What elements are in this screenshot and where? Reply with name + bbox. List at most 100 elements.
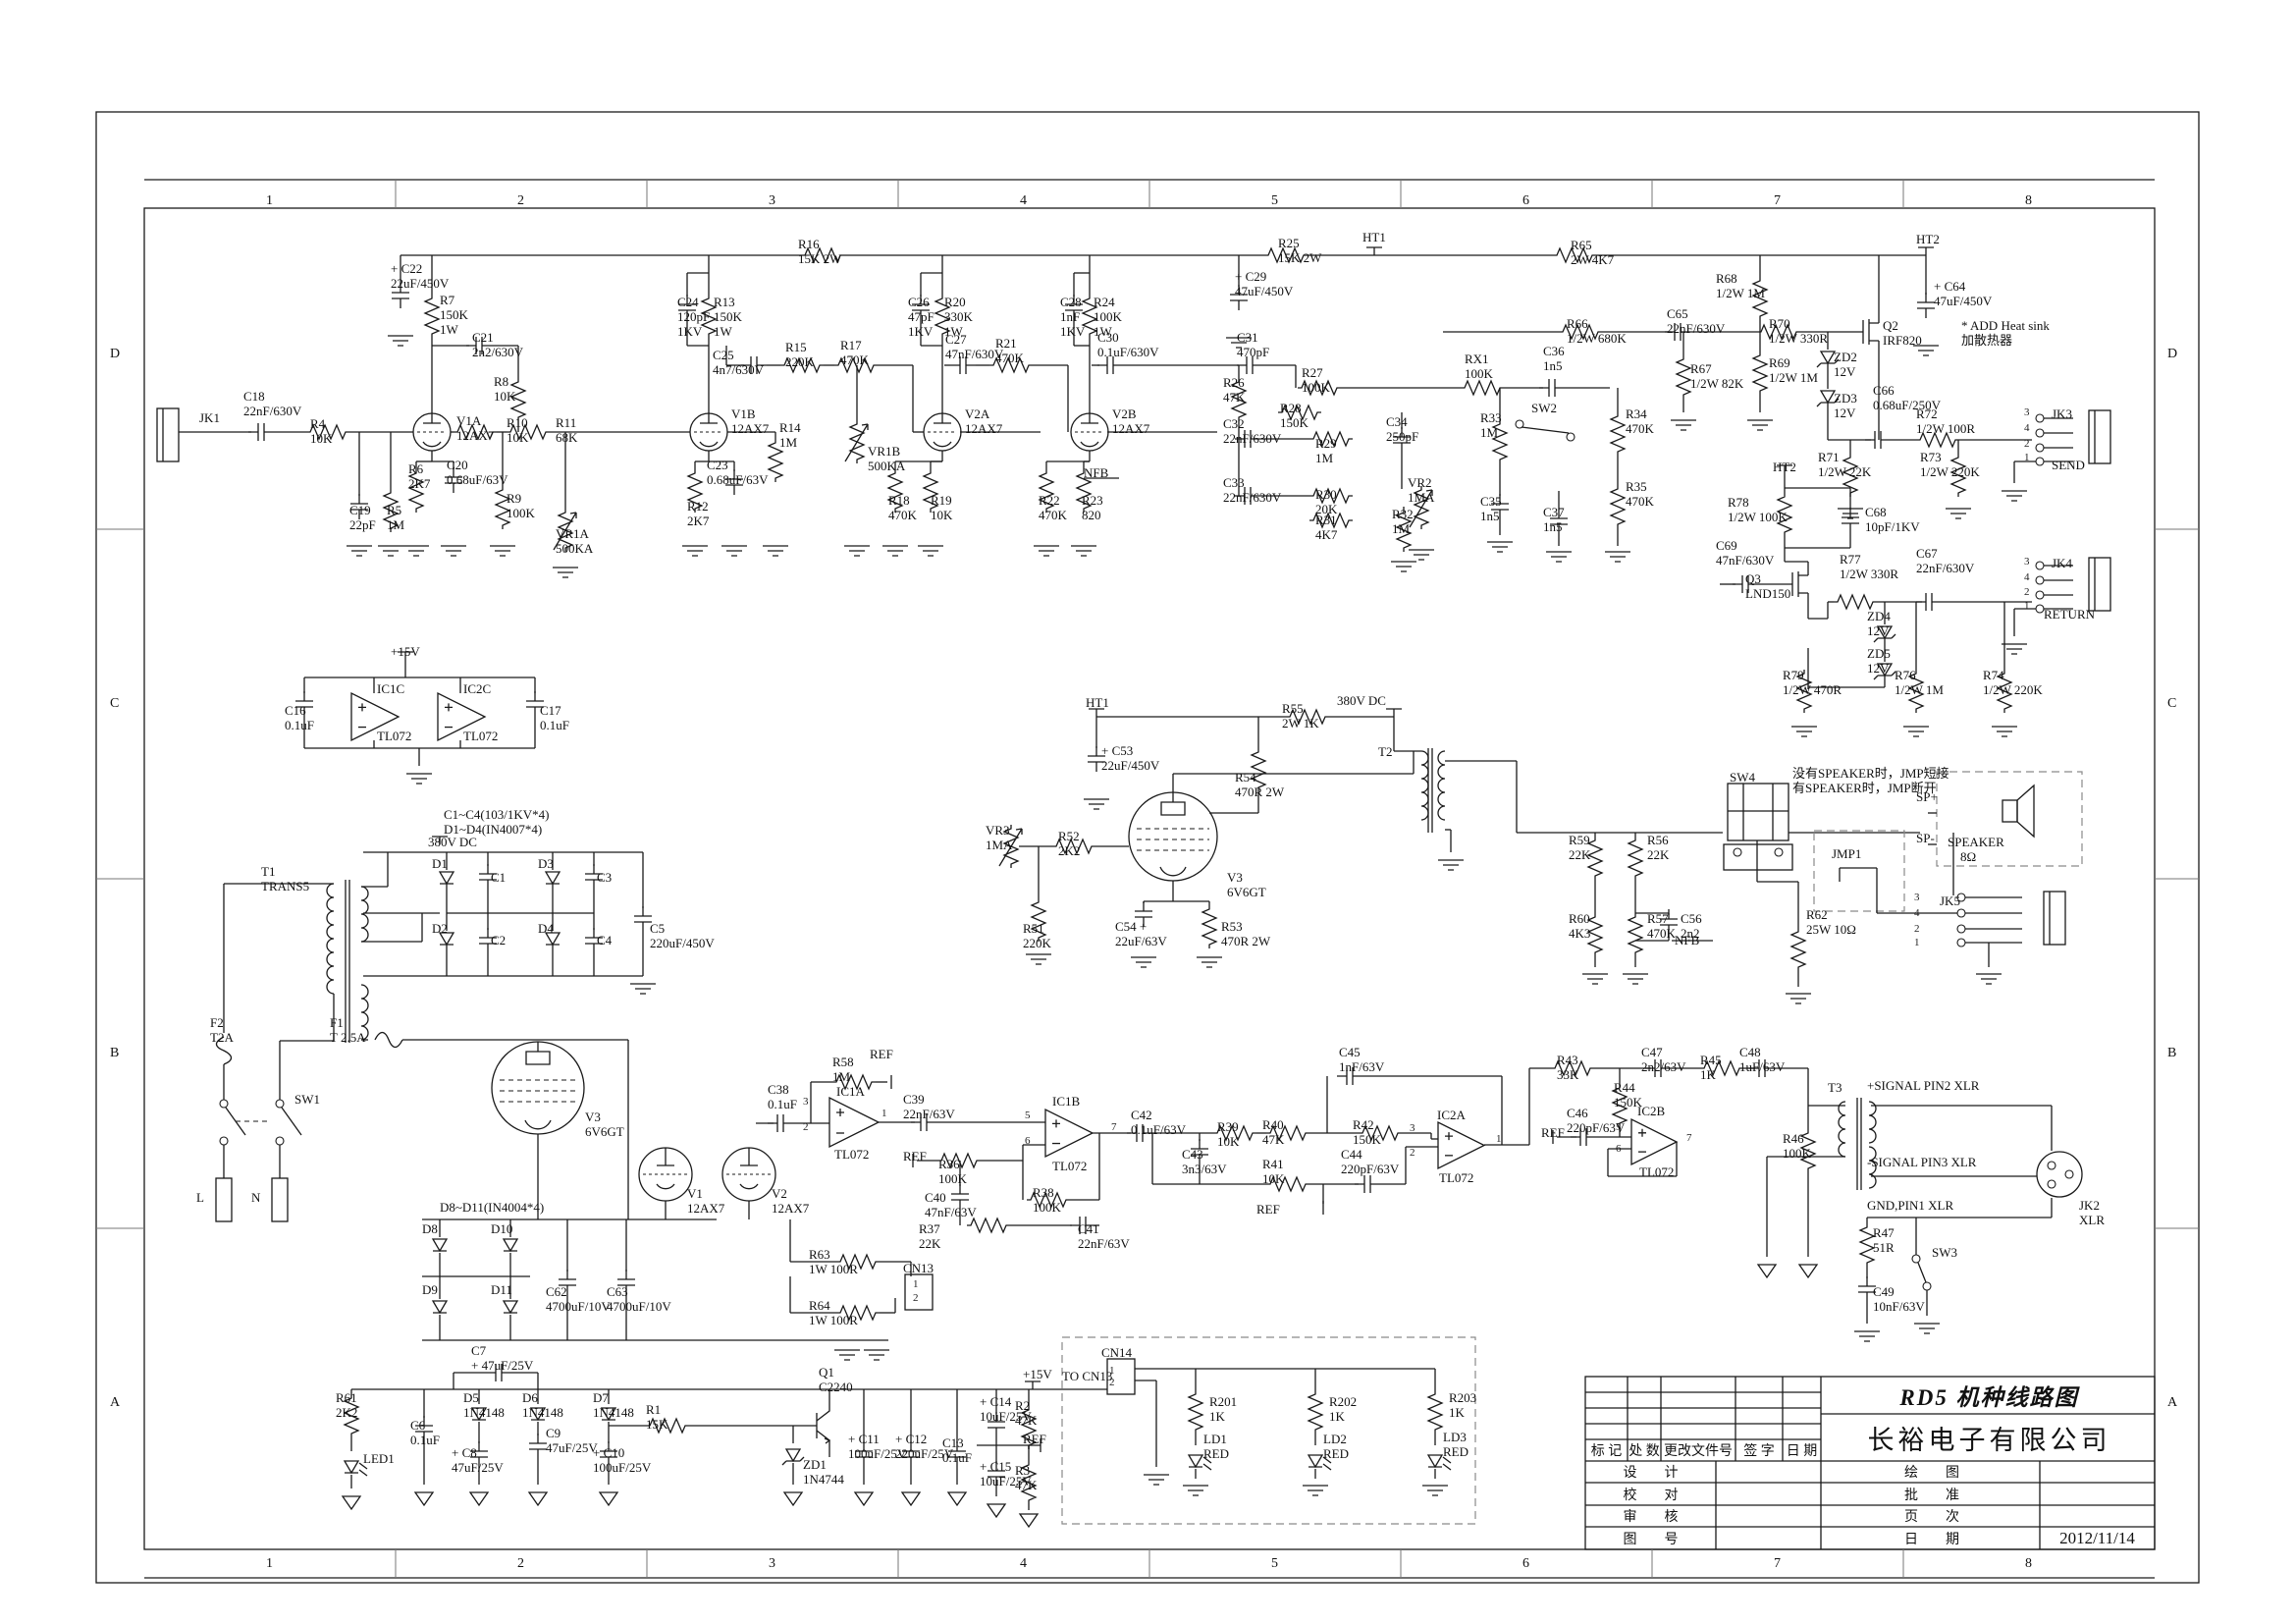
component-label: C9 47uF/25V [546,1426,598,1455]
component-label: 1 [1496,1133,1502,1145]
tb-date-value: 2012/11/14 [2059,1528,2135,1547]
component-label: ZD5 12V [1867,646,1891,676]
rev-header: 日 期 [1786,1444,1818,1459]
component-label: C26 47pF 1KV [908,295,934,339]
component-label: V1B 12AX7 [731,406,770,436]
component-label: R29 1M [1315,436,1337,465]
zone-number: 8 [2025,193,2032,208]
component-label: C63 4700uF/10V [607,1284,671,1314]
component-label: CN14 [1101,1345,1133,1360]
zone-number: 6 [1522,1556,1529,1571]
component-label: C56 2n2 [1681,911,1702,941]
component-label: VR1B 500KA [868,444,906,473]
component-label: 6 [1616,1143,1622,1155]
component-label: SP+ [1916,789,1938,804]
component-label: R27 100K [1302,365,1330,395]
component-label: C65 22nF/630V [1667,306,1726,336]
component-label: R16 15K 2W [798,237,842,266]
component-label: IC1A [836,1084,865,1099]
component-label: R77 1/2W 330R [1840,552,1899,581]
component-label: R60 4K3 [1569,911,1591,941]
component-label: R10 10K [507,415,529,445]
component-label: D1 [432,856,448,871]
zone-number: 2 [517,193,524,208]
tb-row-label: 日 期 [1904,1532,1959,1547]
component-label: C47 2n2/63V [1641,1045,1686,1074]
component-label: C38 0.1uF [768,1082,797,1111]
component-label: REF [1541,1125,1565,1140]
component-label: 1 [2024,452,2030,463]
component-label: C17 0.1uF [540,703,569,732]
component-label: + C14 10uF/25V [980,1394,1032,1424]
component-label: C1~C4(103/1KV*4) D1~D4(IN4007*4) [444,807,550,837]
component-label: + C15 10uF/25V [980,1459,1032,1489]
component-label: NFB [1084,465,1109,480]
component-label: REF [1256,1202,1280,1217]
component-label: R63 1W 100R [809,1247,858,1276]
zone-letter: B [2167,1046,2177,1060]
zone-number: 7 [1774,1556,1781,1571]
component-label: R57 470K [1647,911,1676,941]
component-label: 1 [881,1108,887,1119]
component-label: R39 10K [1217,1119,1240,1149]
component-label: REF [903,1149,927,1164]
component-label: C66 0.68uF/250V [1873,383,1941,412]
component-label: Q1 C2240 [819,1365,853,1394]
component-label: TL072 [834,1147,870,1162]
component-label: JK2 XLR [2079,1198,2105,1227]
component-label: RETURN [2044,607,2095,622]
component-label: R11 68K [556,415,578,445]
component-label: R20 330K 1W [944,295,973,339]
component-label: C41 22nF/63V [1078,1221,1130,1251]
component-label: R13 150K 1W [714,295,742,339]
component-label: NFB [1675,933,1700,947]
zone-letter: C [2167,696,2177,711]
component-label: N [251,1190,261,1205]
component-label: 4 [2024,422,2030,434]
component-label: D4 [538,921,554,936]
component-label: +15V [1023,1367,1052,1381]
zone-letter: D [2167,347,2178,361]
component-label: C28 1nF 1KV [1060,295,1086,339]
component-label: R34 470K [1626,406,1654,436]
component-label: R72 1/2W 100R [1916,406,1976,436]
component-label: D2 [432,921,448,936]
component-label: R59 22K [1569,833,1591,862]
component-label: Q3 LND150 [1745,571,1791,601]
component-label: R25 15K 2W [1278,236,1322,265]
component-label: R202 1K [1329,1394,1358,1424]
component-label: 1 [913,1278,919,1290]
component-label: D5 1N4148 [463,1390,505,1420]
component-label: 5 [1616,1121,1622,1133]
component-label: C27 47nF/630V [945,332,1004,361]
component-label: C23 0.68uF/63V [707,458,769,487]
component-label: SW1 [294,1092,320,1107]
component-label: V3 6V6GT [1227,870,1266,899]
component-label: D10 [491,1221,513,1236]
component-label: + C8 47uF/25V [452,1445,504,1475]
component-label: R32 1M [1392,507,1414,536]
component-label: SP- [1916,831,1935,845]
component-label: C6 0.1uF [410,1418,440,1447]
component-label: C68 10pF/1KV [1865,505,1920,534]
zone-number: 3 [769,193,775,208]
component-label: C62 4700uF/10V [546,1284,611,1314]
component-label: R74 1/2W 220K [1983,668,2043,697]
component-label: SEND [2052,458,2085,472]
component-label: 7 [1686,1132,1692,1144]
component-label: R19 10K [931,493,953,522]
component-label: R18 470K [888,493,917,522]
component-label: R36 100K [938,1157,967,1186]
component-label: R71 1/2W 22K [1818,450,1872,479]
component-label: 2 [1410,1147,1415,1159]
component-label: TL072 [463,729,499,743]
tb-row-label: 审 核 [1623,1510,1679,1525]
component-label: C40 47nF/63V [925,1190,977,1219]
company-name: 长裕电子有限公司 [1867,1425,2111,1455]
component-label: R30 20K [1315,487,1338,516]
component-label: F2 T2A [210,1015,234,1045]
component-label: D8 [422,1221,438,1236]
component-label: 没有SPEAKER时，JMP短接 有SPEAKER时，JMP断开 [1792,766,1949,795]
tb-row-label: 绘 图 [1904,1466,1959,1481]
component-label: LD3 RED [1443,1430,1468,1459]
